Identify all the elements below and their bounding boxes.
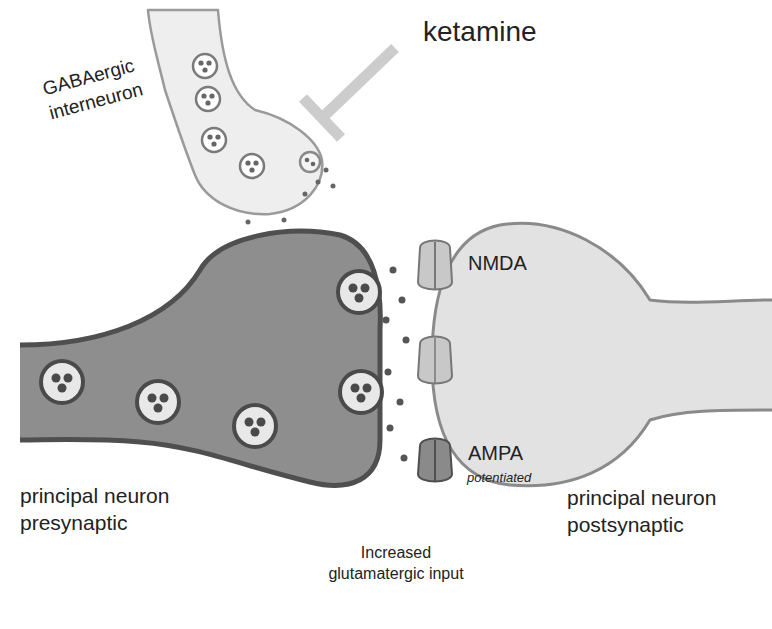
- receptor-seam: [434, 338, 436, 383]
- glutamate-molecule: [403, 337, 410, 344]
- receptor-channel: [418, 337, 452, 384]
- cell-label: GABAergic interneuron: [40, 47, 167, 125]
- cell-label: principal neuron presynaptic: [20, 482, 250, 537]
- cell-label: potentiated: [467, 470, 557, 487]
- membrane-shape: [418, 439, 452, 482]
- glutamate-molecule: [385, 369, 392, 376]
- gaba-molecule: [316, 180, 321, 185]
- fusing-vesicle: [338, 271, 380, 313]
- interneuron-cell: GABAergic interneuron: [0, 0, 340, 222]
- cell-label: AMPA: [468, 440, 548, 466]
- gaba-molecule: [324, 168, 329, 173]
- membrane-shape: [20, 231, 380, 485]
- gaba-vesicle: [202, 128, 226, 152]
- membrane-shape: [148, 10, 322, 214]
- gaba-molecule: [282, 218, 287, 223]
- annotation: Increased glutamatergic input: [328, 543, 464, 585]
- gaba-vesicle: [240, 154, 264, 178]
- cell-label: principal neuron postsynaptic: [567, 484, 767, 539]
- gaba-molecule: [305, 158, 310, 163]
- cell-outline: [15, 222, 400, 562]
- membrane-shape: [432, 223, 772, 485]
- postsynaptic-neuron: principal neuron postsynaptic NMDA AMPA pot…: [428, 212, 772, 542]
- inhibition-bar: [303, 98, 341, 138]
- gaba-molecule: [311, 162, 316, 167]
- glutamate-molecule: [383, 317, 390, 324]
- release-pocket: [300, 152, 320, 172]
- gaba-vesicle: [193, 54, 217, 78]
- membrane-shape: [418, 241, 452, 290]
- glutamate-vesicle: [234, 405, 276, 447]
- cell-label: NMDA: [468, 250, 548, 276]
- gaba-molecule: [246, 220, 251, 225]
- glutamate-vesicle: [137, 381, 179, 423]
- ampa-receptor: AMPA potentiated: [410, 436, 560, 496]
- glutamate-vesicle: [41, 361, 83, 403]
- nmda-receptor: NMDA: [410, 236, 540, 294]
- glutamate-molecule: [401, 455, 408, 462]
- drug-label: ketamine: [423, 14, 593, 50]
- fusing-vesicle: [340, 371, 382, 413]
- gaba-molecule: [303, 192, 308, 197]
- glutamate-molecule: [397, 399, 404, 406]
- glutamate-molecule: [387, 425, 394, 432]
- presynaptic-neuron: principal neuron presynaptic: [15, 222, 400, 562]
- glutamate-molecule: [399, 297, 406, 304]
- gaba-vesicle: [196, 87, 220, 111]
- inhibition-line: [322, 48, 395, 118]
- glutamate-molecule: [390, 267, 397, 274]
- gaba-molecule: [331, 184, 336, 189]
